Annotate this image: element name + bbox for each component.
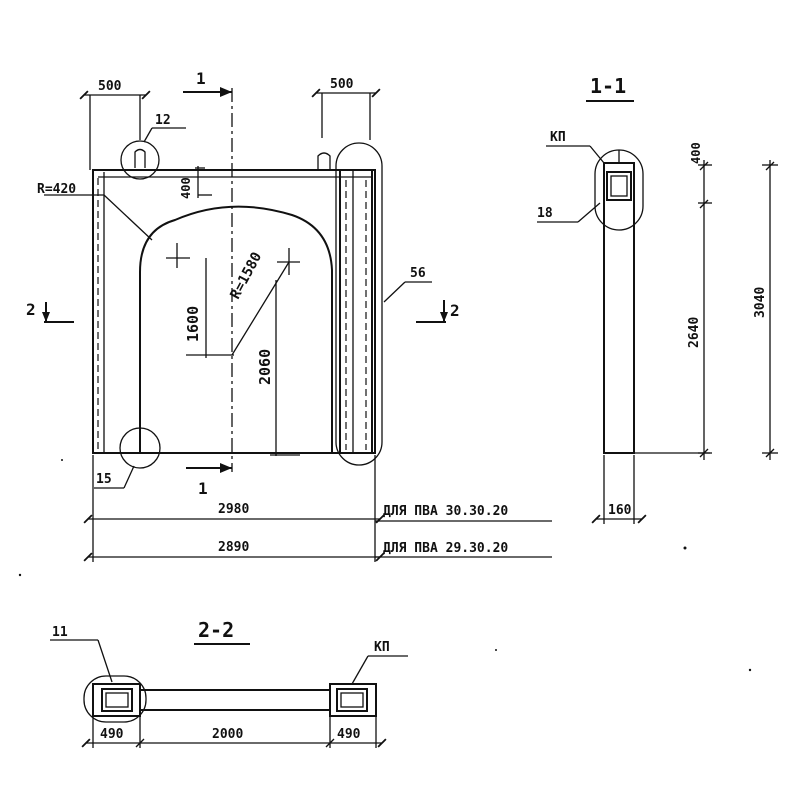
- section-1-1: 1-1 КП 18 400 2640 3040 160: [537, 74, 778, 524]
- callout-15-circle: [119, 427, 161, 469]
- section-2-mark-right: 2: [450, 301, 460, 320]
- callout-15-label: 15: [96, 472, 112, 487]
- top-right-width-label: 500: [330, 77, 354, 92]
- arched-opening: [139, 205, 333, 452]
- callout-56-outline: [335, 142, 383, 466]
- section-1-1-title: 1-1: [590, 74, 626, 98]
- overall-dimensions: 2980 ДЛЯ ПВА 30.30.20 2890 ДЛЯ ПВА 29.30…: [83, 455, 552, 562]
- overall-dim-1-value: 2980: [218, 502, 249, 517]
- opening-height-label: 2060: [256, 349, 274, 385]
- scan-specks: [18, 459, 752, 672]
- section-1-1-dim-top: 400: [689, 142, 703, 164]
- section-1-mark-top: 1: [196, 69, 206, 88]
- overall-dim-2-note: ДЛЯ ПВА 29.30.20: [383, 541, 508, 556]
- section-1-1-column: [603, 162, 635, 454]
- callout-11-label: 11: [52, 625, 68, 640]
- section-2-2: 2-2 11 КП 490 2000 490: [50, 618, 408, 748]
- overall-dim-1-note: ДЛЯ ПВА 30.30.20: [383, 504, 508, 519]
- section-2-2-dim-left: 490: [100, 727, 124, 742]
- callout-12-label: 12: [155, 113, 171, 128]
- section-1-mark-bottom: 1: [198, 479, 208, 498]
- section-1-1-dim-total: 3040: [753, 287, 768, 318]
- section-2-2-dim-middle: 2000: [212, 727, 243, 742]
- section-1-1-dim-width: 160: [608, 503, 632, 518]
- section-1-1-callout: [594, 149, 644, 231]
- top-offset-label: 400: [179, 177, 193, 199]
- section-1-1-dim-mid: 2640: [687, 317, 702, 348]
- section-2-mark-left: 2: [26, 300, 36, 319]
- section-2-2-dim-right: 490: [337, 727, 361, 742]
- arc-center-height-label: 1600: [184, 306, 202, 342]
- radius-1580-label: R=1580: [227, 250, 265, 302]
- panel-outline: [92, 169, 376, 454]
- radius-420-label: R=420: [37, 182, 76, 197]
- right-column: [339, 169, 373, 454]
- center-marks: [166, 243, 300, 456]
- section-2-2-kp-label: КП: [374, 640, 390, 655]
- callout-56-label: 56: [410, 266, 426, 281]
- top-left-width-label: 500: [98, 79, 122, 94]
- overall-dim-2-value: 2890: [218, 540, 249, 555]
- section-2-2-left-callout: [83, 675, 147, 723]
- callout-18-label: 18: [537, 206, 553, 221]
- front-view: R=420 400 1600 R=1580 2060 500 500 1 1: [26, 69, 460, 498]
- callout-12-circle: [120, 140, 160, 180]
- section-2-2-title: 2-2: [198, 618, 234, 642]
- callout-kp-label: КП: [550, 130, 566, 145]
